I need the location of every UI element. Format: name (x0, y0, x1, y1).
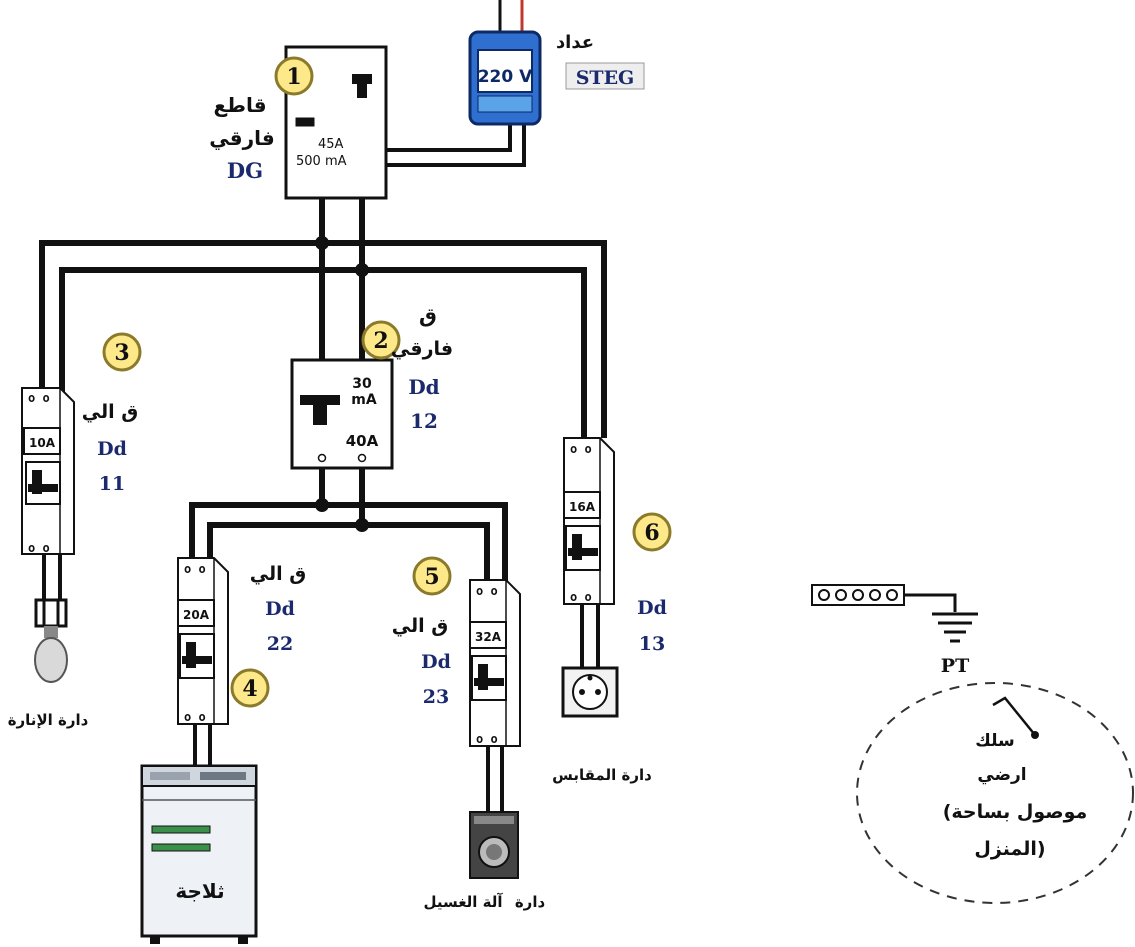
svg-text:o o: o o (184, 562, 206, 576)
washing-circuit-label-1: دارة (515, 893, 546, 911)
breaker-4-index: 22 (267, 633, 293, 655)
svg-text:20A: 20A (183, 608, 210, 622)
breaker-4-title: ق الي (250, 563, 306, 585)
diff-title-2: فارقي (391, 338, 453, 360)
badge-3: 3 (102, 332, 142, 372)
energy-meter: 220 V (468, 30, 542, 126)
ground-wire-label-2: ارضي (977, 765, 1026, 785)
main-breaker-title-2: فارقي (209, 126, 274, 151)
svg-text:o o: o o (184, 710, 206, 724)
breaker-16a: o o 16A o o (563, 437, 615, 605)
diff-sensitivity-unit: mA (351, 392, 377, 408)
svg-text:32A: 32A (475, 630, 502, 644)
breaker-3-index: 11 (99, 473, 125, 495)
breaker-5-title: ق الي (392, 615, 448, 637)
badge-1-number: 1 (286, 64, 301, 90)
steg-box (565, 62, 645, 90)
svg-text:4: 4 (242, 676, 257, 702)
meter-label: عداد (556, 32, 594, 53)
fridge-icon (140, 764, 258, 944)
svg-text:o o: o o (570, 442, 592, 456)
ground-terminal-label: PT (941, 655, 969, 677)
breaker-5-code: Dd (421, 651, 451, 673)
ground-wire-label-4: المنزل) (974, 838, 1045, 860)
breaker-6-index: 13 (639, 633, 665, 655)
lighting-circuit-label: دارة الإنارة (8, 711, 89, 729)
ground-wire-label-3: (موصول بساحة (943, 801, 1088, 823)
svg-text:2: 2 (373, 328, 388, 354)
meter-provider: STEG (576, 67, 635, 89)
svg-text:6: 6 (644, 520, 659, 546)
breaker-10a: o o 10A o o (21, 387, 75, 555)
svg-text:o o: o o (570, 590, 592, 604)
badge-1: 1 (274, 56, 314, 96)
fridge-label: ثلاجة (175, 879, 224, 903)
badge-6: 6 (632, 512, 672, 552)
svg-text:5: 5 (424, 564, 439, 590)
junction-dots (315, 236, 369, 532)
badge-2: 2 (361, 320, 401, 360)
breaker-20a: o o 20A o o (177, 557, 229, 725)
test-button-icon (295, 117, 315, 127)
svg-text:o o: o o (28, 541, 50, 555)
ground-wire-label-1: سلك (975, 731, 1015, 751)
badge-4: 4 (230, 668, 270, 708)
ground-terminal-block (811, 584, 957, 612)
breaker-5-index: 23 (423, 686, 449, 708)
lamp-icon (34, 598, 68, 683)
differential-breaker: 30 mA 40A (290, 358, 394, 470)
toggle-icon (352, 74, 372, 98)
sockets-circuit-label: دارة المقابس (552, 766, 652, 784)
main-breaker-sensitivity: 500 mA (296, 154, 347, 169)
ground-wire-line (992, 696, 1036, 736)
svg-text:16A: 16A (569, 500, 596, 514)
svg-text:10A: 10A (29, 436, 56, 450)
breaker-6-code: Dd (637, 597, 667, 619)
diff-title-1: ق (419, 303, 437, 327)
breaker-32a: o o 32A o o (469, 579, 521, 747)
breaker-4-code: Dd (265, 598, 295, 620)
main-breaker-rating: 45A (318, 137, 344, 152)
earth-area-outline (856, 682, 1134, 904)
meter-voltage: 220 V (478, 67, 533, 87)
diff-index: 12 (410, 409, 438, 433)
washing-circuit-label-2: آلة الغسيل (423, 893, 503, 911)
diff-code: Dd (408, 375, 439, 399)
badge-5: 5 (412, 556, 452, 596)
svg-text:3: 3 (114, 340, 129, 366)
svg-text:o o: o o (476, 584, 498, 598)
breaker-3-title: ق الي (82, 401, 138, 423)
main-breaker-title-1: قاطع (213, 93, 266, 117)
earth-symbol-icon (932, 612, 978, 643)
breaker-3-code: Dd (97, 438, 127, 460)
socket-icon (561, 666, 619, 718)
main-breaker-code: DG (227, 158, 263, 183)
diff-rating: 40A (346, 432, 379, 450)
diff-sensitivity-value: 30 (352, 376, 372, 392)
svg-text:o o: o o (28, 391, 50, 405)
toggle-icon (300, 395, 340, 425)
svg-text:o o: o o (476, 732, 498, 746)
washing-machine-icon (469, 811, 519, 879)
